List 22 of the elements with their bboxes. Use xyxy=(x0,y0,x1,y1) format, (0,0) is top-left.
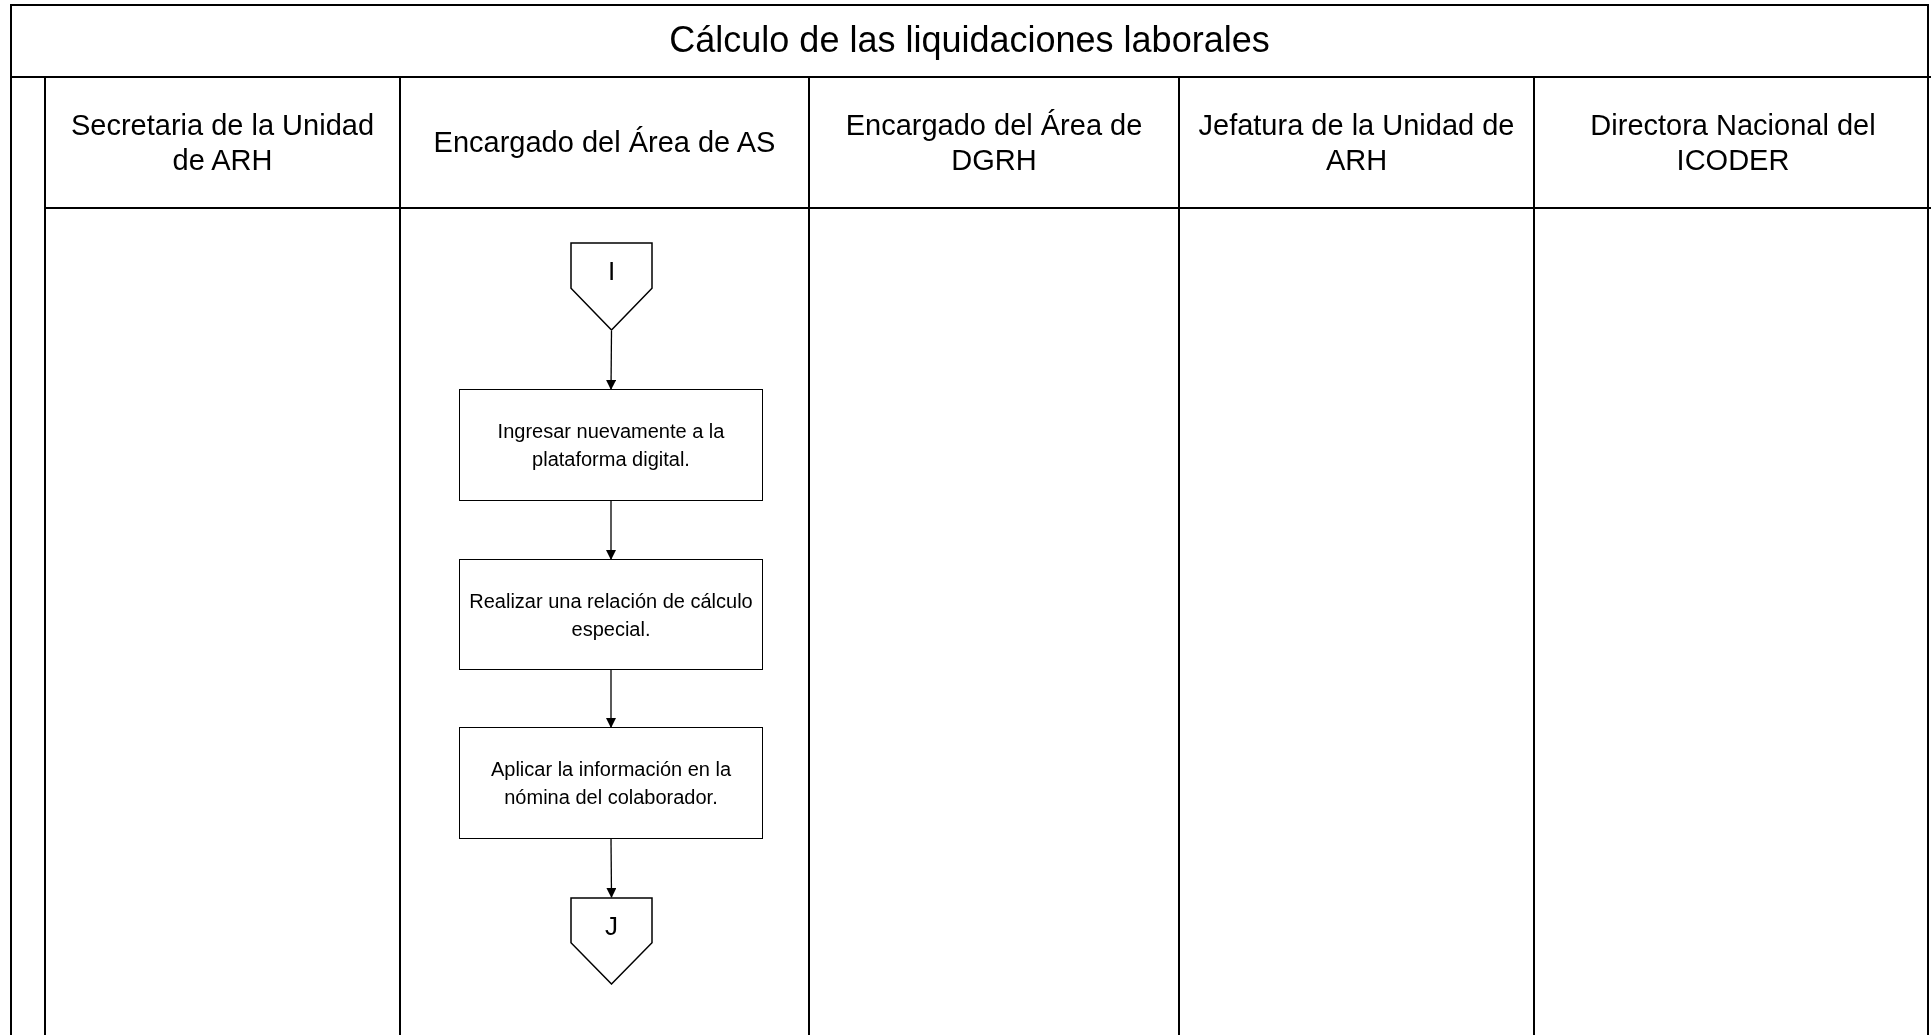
swimlane xyxy=(1178,76,1533,1035)
arrow xyxy=(606,500,616,560)
arrow xyxy=(606,838,617,898)
off-page-connector xyxy=(570,897,653,985)
lane-header: Directora Nacional del ICODER xyxy=(1589,107,1877,178)
swimlane xyxy=(44,76,399,1035)
process-box: Realizar una relación de cálculo especial. xyxy=(459,559,763,670)
lane-header: Secretaria de la Unidad de ARH xyxy=(69,107,376,178)
swimlane xyxy=(1533,76,1931,1035)
arrow xyxy=(606,669,616,728)
lane-header: Encargado del Área de DGRH xyxy=(844,107,1144,178)
connector-label: J xyxy=(604,911,619,942)
swimlane xyxy=(399,76,808,1035)
process-box: Aplicar la información en la nómina del colaborador. xyxy=(459,727,763,839)
process-box: Ingresar nuevamente a la plataforma digital. xyxy=(459,389,763,501)
diagram-title: Cálculo de las liquidaciones laborales xyxy=(668,18,1271,62)
lane-header: Jefatura de la Unidad de ARH xyxy=(1197,107,1516,178)
lane-header: Encargado del Área de AS xyxy=(433,125,776,160)
connector-label: I xyxy=(606,256,617,287)
swimlane xyxy=(808,76,1178,1035)
arrow xyxy=(606,330,617,390)
off-page-connector xyxy=(570,242,653,331)
